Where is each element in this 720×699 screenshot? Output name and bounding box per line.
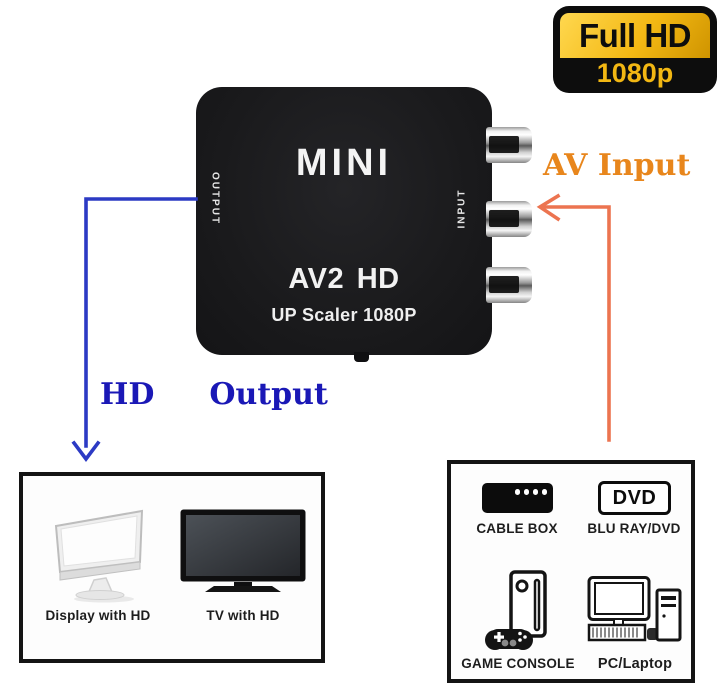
output-word: Output bbox=[209, 377, 328, 412]
full-hd-badge: Full HD 1080p bbox=[553, 6, 717, 93]
upscaler-subtitle-label: UP Scaler 1080P bbox=[271, 305, 417, 325]
full-hd-label: Full HD bbox=[560, 13, 710, 58]
blu-ray-dvd-label: BLU RAY/DVD bbox=[587, 521, 681, 536]
cable-box-icon bbox=[482, 483, 553, 513]
display-with-hd-label: Display with HD bbox=[45, 608, 151, 623]
rca-connector-bottom bbox=[486, 267, 532, 303]
rca-connector-top bbox=[486, 127, 532, 163]
output-side-label: OUTPUT bbox=[209, 171, 221, 226]
tv-with-hd-label: TV with HD bbox=[206, 608, 280, 623]
av-input-arrow bbox=[536, 193, 611, 442]
av-input-annotation: AV Input bbox=[543, 148, 691, 183]
desktop-monitor-icon bbox=[54, 509, 144, 603]
pc-laptop-label: PC/Laptop bbox=[597, 656, 673, 672]
brand-logo-text: MINI bbox=[295, 142, 393, 184]
av-source-devices-box: DVD CABLE BOX BLU RAY/DVD bbox=[447, 460, 695, 683]
input-side-label: INPUT bbox=[456, 188, 468, 229]
device-bottom-tab bbox=[354, 352, 369, 362]
hd-output-devices-box: Display with HD TV with HD bbox=[19, 472, 325, 663]
cable-box-dots bbox=[514, 489, 547, 495]
resolution-1080p-label: 1080p bbox=[596, 57, 674, 88]
cable-box-label: CABLE BOX bbox=[476, 521, 558, 536]
model-name-label: AV2 HD bbox=[288, 263, 400, 295]
hd-output-arrow bbox=[71, 197, 198, 462]
dvd-logo-icon: DVD bbox=[598, 481, 671, 515]
dvd-logo-text: DVD bbox=[612, 486, 657, 509]
desktop-pc-icon bbox=[587, 576, 682, 642]
game-console-icon bbox=[485, 570, 547, 650]
game-console-label: GAME CONSOLE bbox=[461, 656, 575, 671]
av2hd-converter-device: MINI OUTPUT INPUT AV2 HD UP Scaler 1080P bbox=[196, 87, 492, 362]
hd-word: HD bbox=[100, 377, 155, 412]
hd-output-annotation: HD Output bbox=[100, 377, 328, 412]
rca-connector-middle bbox=[486, 201, 532, 237]
tv-icon bbox=[180, 509, 306, 592]
